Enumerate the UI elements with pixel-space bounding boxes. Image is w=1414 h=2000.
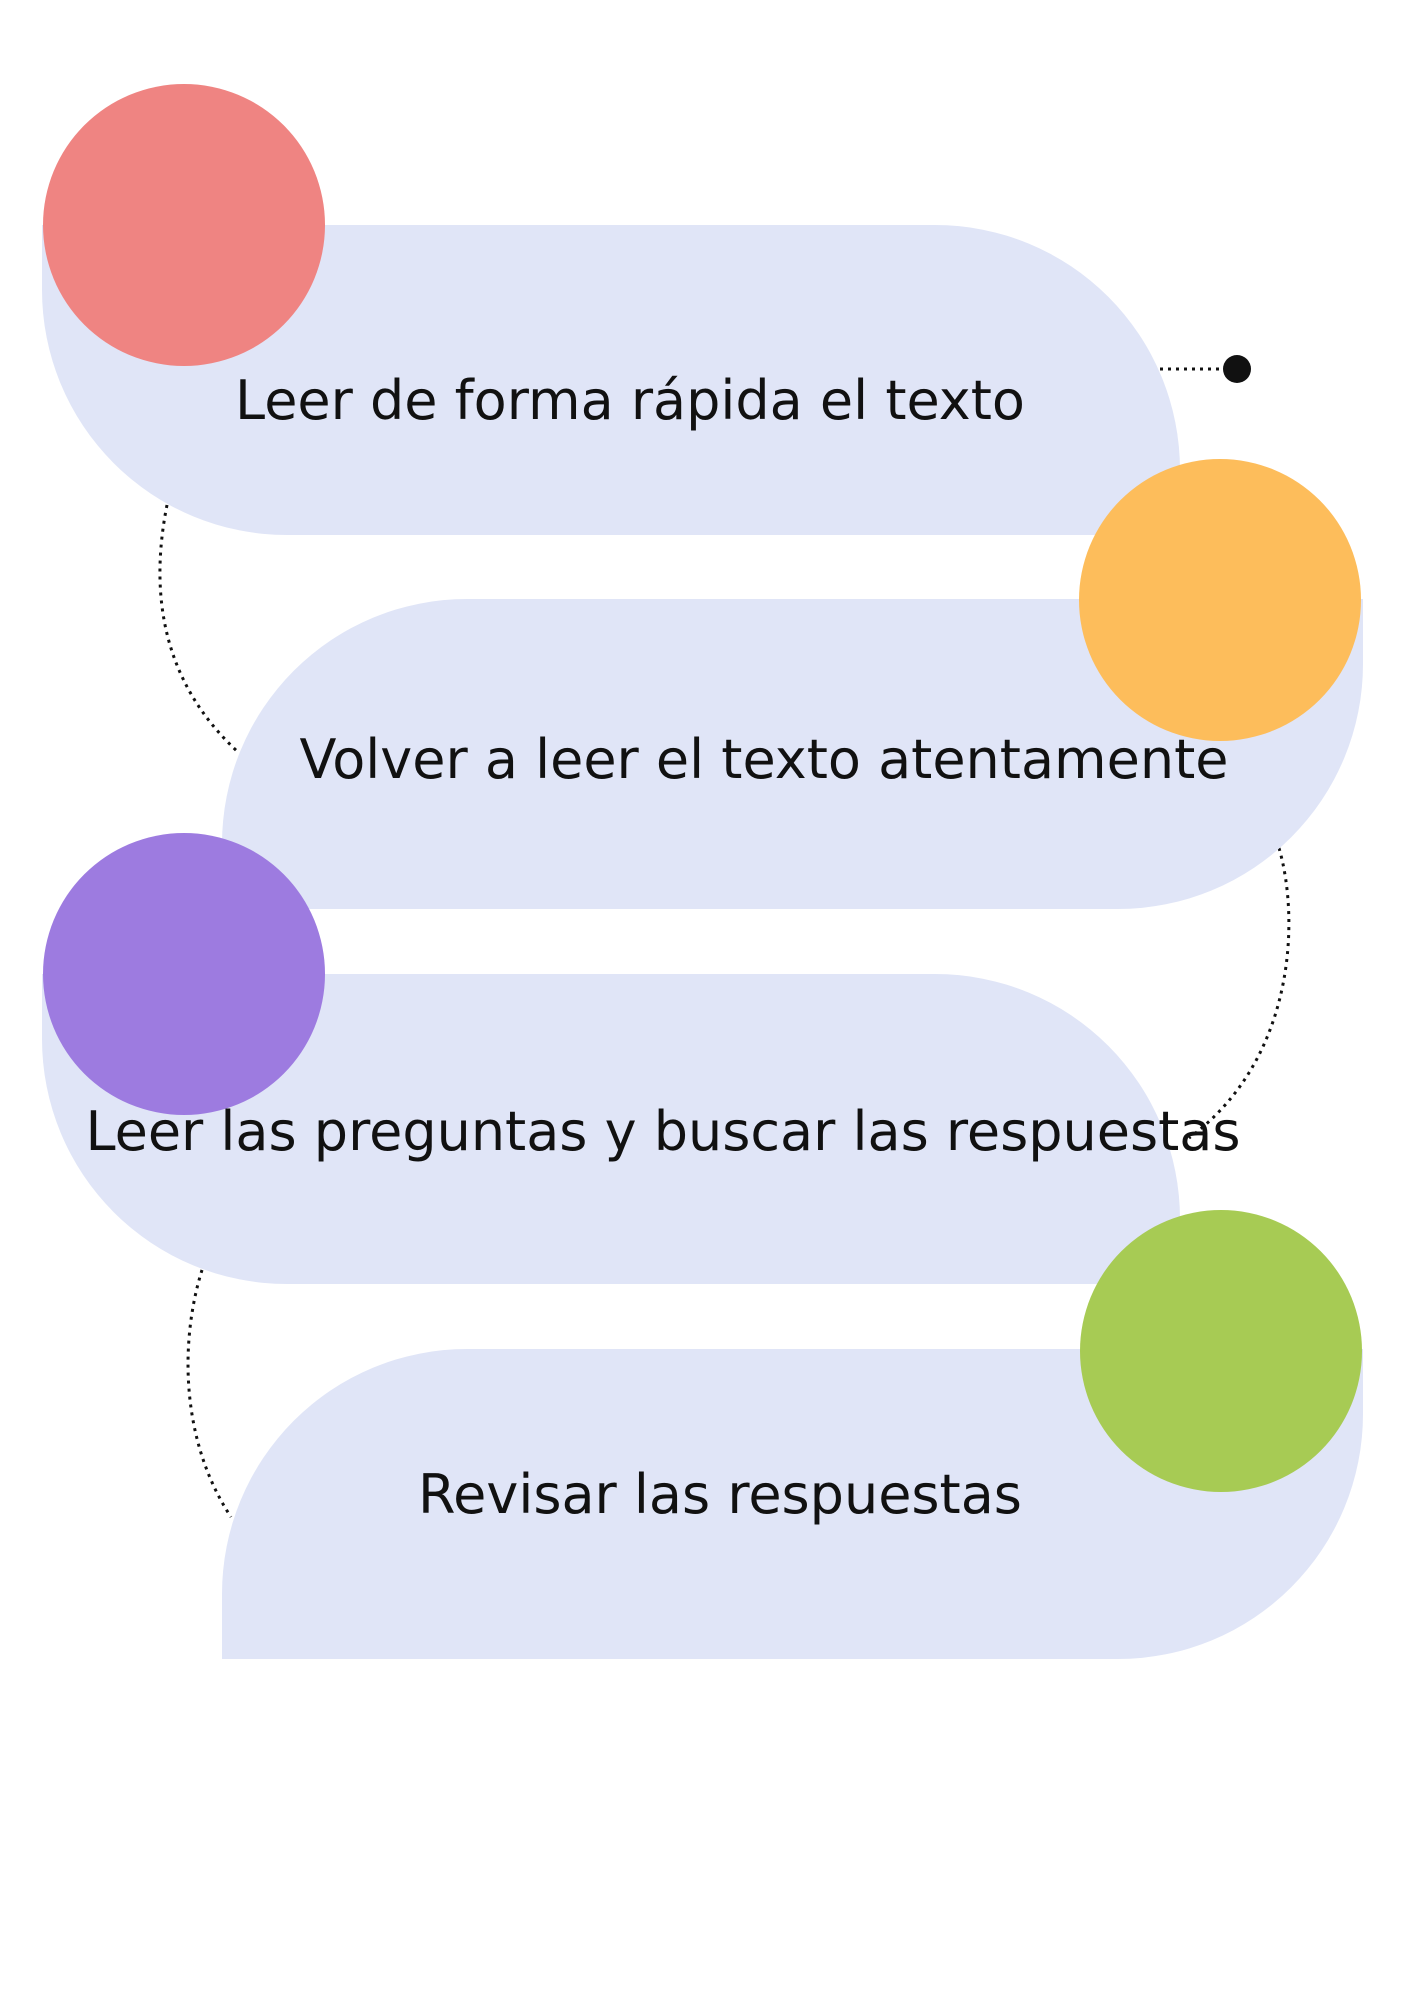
step-3-label: Leer las preguntas y buscar las respuest… [85,1100,1241,1163]
connector-3-4 [186,1269,233,1518]
step-1-label: Leer de forma rápida el texto [235,369,1025,432]
step-4-label: Revisar las respuestas [418,1463,1022,1526]
connector-2-3 [1188,847,1291,1140]
step-1-circle [43,84,325,366]
step-2-circle [1079,459,1361,741]
step-3-circle [43,833,325,1115]
step-4-circle [1080,1210,1362,1492]
connector-1-2 [158,504,240,754]
start-dot [1223,355,1251,383]
step-2-label: Volver a leer el texto atentamente [299,728,1229,791]
